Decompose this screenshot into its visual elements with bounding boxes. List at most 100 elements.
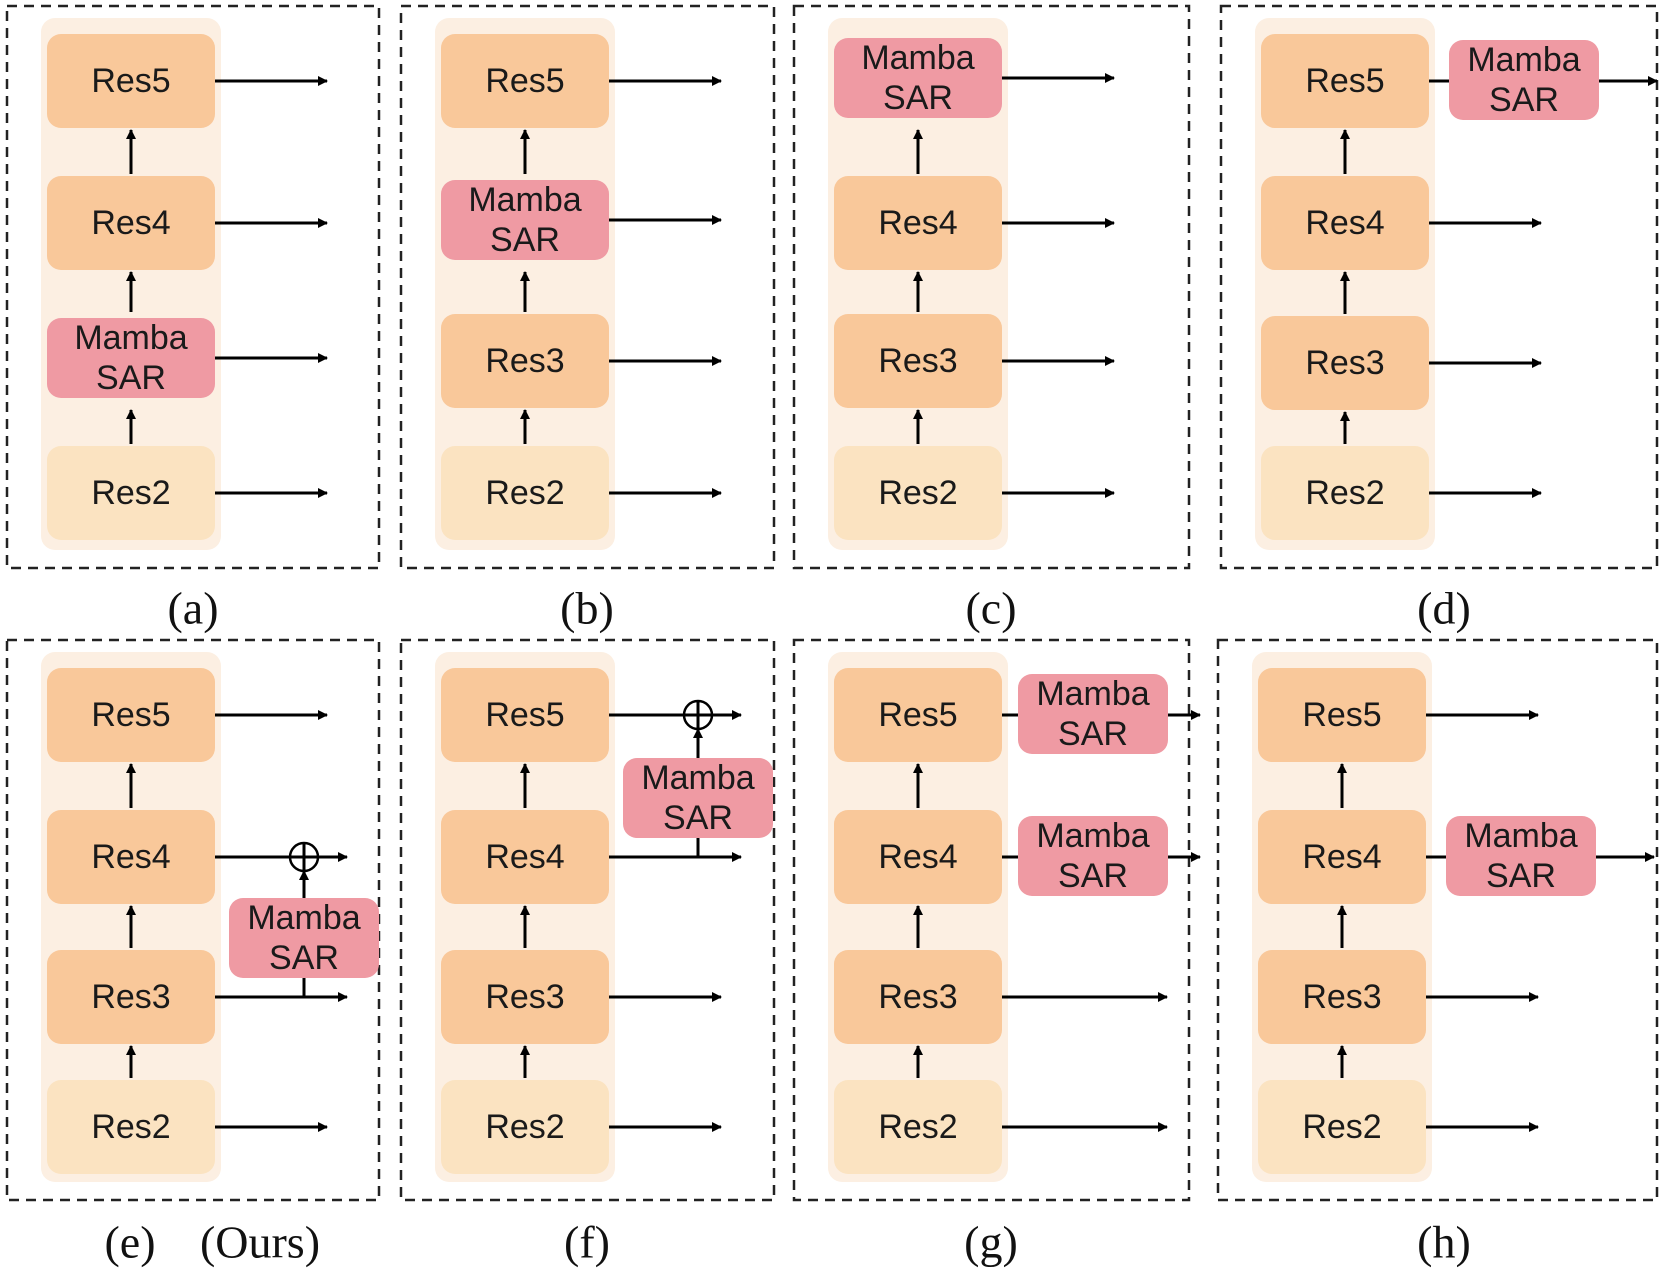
res2-label: Res2 bbox=[878, 474, 957, 512]
panel-caption: (g) bbox=[964, 1217, 1018, 1268]
mamba-sar-box bbox=[834, 38, 1002, 118]
res4-label: Res4 bbox=[1302, 838, 1381, 876]
panel-border bbox=[5, 4, 381, 570]
res2-label: Res2 bbox=[1305, 474, 1384, 512]
mamba-sar-box bbox=[229, 898, 379, 978]
mamba-label: Mamba bbox=[468, 181, 581, 219]
panel-border bbox=[792, 4, 1191, 570]
res5-label: Res5 bbox=[91, 62, 170, 100]
res3-box bbox=[47, 950, 215, 1044]
res4-box bbox=[47, 810, 215, 904]
res3-label: Res3 bbox=[485, 978, 564, 1016]
mamba-sar-box bbox=[47, 318, 215, 398]
mamba-sar-box bbox=[441, 180, 609, 260]
res5-box bbox=[47, 668, 215, 762]
res2-box bbox=[1258, 1080, 1426, 1174]
panel-border bbox=[399, 4, 776, 570]
res4-label: Res4 bbox=[1305, 204, 1384, 242]
res3-box bbox=[834, 950, 1002, 1044]
mamba-label: Mamba bbox=[861, 39, 974, 77]
panel-caption: (a) bbox=[167, 583, 218, 634]
res5-box bbox=[1258, 668, 1426, 762]
res4-box bbox=[834, 810, 1002, 904]
res3-box bbox=[1261, 316, 1429, 410]
res4-label: Res4 bbox=[91, 838, 170, 876]
sar-label: SAR bbox=[883, 79, 953, 117]
res2-box bbox=[441, 1080, 609, 1174]
sar-label: SAR bbox=[269, 939, 339, 977]
panel-caption: (d) bbox=[1417, 583, 1471, 634]
res4-label: Res4 bbox=[878, 204, 957, 242]
mamba-label: Mamba bbox=[1036, 675, 1149, 713]
panel-caption: (f) bbox=[564, 1217, 610, 1268]
mamba-label: Mamba bbox=[1464, 817, 1577, 855]
res2-box bbox=[834, 1080, 1002, 1174]
mamba-label: Mamba bbox=[641, 759, 754, 797]
res5-box bbox=[441, 668, 609, 762]
panel-caption: (h) bbox=[1417, 1217, 1471, 1268]
sar-label: SAR bbox=[1058, 857, 1128, 895]
sar-label: SAR bbox=[1486, 857, 1556, 895]
sar-label: SAR bbox=[1489, 81, 1559, 119]
res2-label: Res2 bbox=[1302, 1108, 1381, 1146]
res5-label: Res5 bbox=[485, 696, 564, 734]
res4-label: Res4 bbox=[485, 838, 564, 876]
mamba-sar-box bbox=[1018, 674, 1168, 754]
panel-caption: (b) bbox=[560, 583, 614, 634]
panel-caption-extra: (Ours) bbox=[200, 1217, 320, 1268]
res3-box bbox=[441, 314, 609, 408]
res3-label: Res3 bbox=[485, 342, 564, 380]
mamba-sar-box bbox=[1449, 40, 1599, 120]
res4-box bbox=[834, 176, 1002, 270]
res5-box bbox=[834, 668, 1002, 762]
res4-box bbox=[441, 810, 609, 904]
res4-box bbox=[1258, 810, 1426, 904]
res3-label: Res3 bbox=[1302, 978, 1381, 1016]
res5-box bbox=[1261, 34, 1429, 128]
res3-label: Res3 bbox=[1305, 344, 1384, 382]
res4-box bbox=[1261, 176, 1429, 270]
res5-label: Res5 bbox=[1305, 62, 1384, 100]
res2-box bbox=[441, 446, 609, 540]
mamba-sar-box bbox=[1018, 816, 1168, 896]
res5-label: Res5 bbox=[1302, 696, 1381, 734]
res5-label: Res5 bbox=[91, 696, 170, 734]
res5-box bbox=[47, 34, 215, 128]
panel-caption: (e) bbox=[104, 1217, 155, 1268]
res2-box bbox=[47, 1080, 215, 1174]
mamba-label: Mamba bbox=[1467, 41, 1580, 79]
panel-border bbox=[399, 638, 776, 1202]
mamba-label: Mamba bbox=[74, 319, 187, 357]
res3-label: Res3 bbox=[878, 342, 957, 380]
res2-label: Res2 bbox=[91, 1108, 170, 1146]
res2-box bbox=[47, 446, 215, 540]
res2-box bbox=[834, 446, 1002, 540]
res4-label: Res4 bbox=[878, 838, 957, 876]
res4-box bbox=[47, 176, 215, 270]
res3-box bbox=[834, 314, 1002, 408]
sar-label: SAR bbox=[663, 799, 733, 837]
panel-border bbox=[1216, 638, 1659, 1202]
res5-label: Res5 bbox=[485, 62, 564, 100]
res5-label: Res5 bbox=[878, 696, 957, 734]
res3-label: Res3 bbox=[91, 978, 170, 1016]
res5-box bbox=[441, 34, 609, 128]
res2-box bbox=[1261, 446, 1429, 540]
mamba-label: Mamba bbox=[247, 899, 360, 937]
mamba-sar-box bbox=[623, 758, 773, 838]
res2-label: Res2 bbox=[485, 474, 564, 512]
res4-label: Res4 bbox=[91, 204, 170, 242]
res2-label: Res2 bbox=[878, 1108, 957, 1146]
res2-label: Res2 bbox=[91, 474, 170, 512]
sar-label: SAR bbox=[96, 359, 166, 397]
res2-label: Res2 bbox=[485, 1108, 564, 1146]
res3-box bbox=[441, 950, 609, 1044]
